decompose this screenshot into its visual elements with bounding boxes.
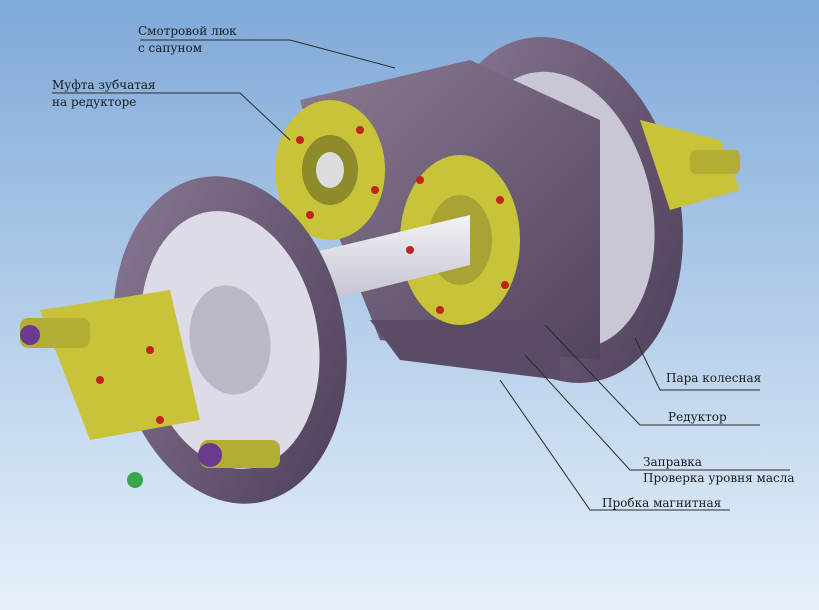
refuel-label: Заправка bbox=[643, 455, 702, 469]
gear-coupling-label-line1: Муфта зубчатая bbox=[52, 78, 156, 92]
reducer-label: Редуктор bbox=[668, 410, 727, 424]
right-axle-box bbox=[640, 120, 740, 210]
magnetic-plug-label: Пробка магнитная bbox=[602, 496, 722, 510]
gear-coupling-label-line2: на редукторе bbox=[52, 95, 137, 109]
callout-lines bbox=[52, 39, 790, 511]
wheelset-label: Пара колесная bbox=[666, 371, 762, 385]
bolts bbox=[96, 126, 509, 424]
oil-level-check-label: Проверка уровня масла bbox=[643, 471, 795, 485]
gear-coupling bbox=[275, 100, 385, 240]
inspection-hatch-label-line1: Смотровой люк bbox=[138, 24, 237, 38]
left-axle-box bbox=[20, 290, 280, 488]
inspection-hatch-label-line2: с сапуном bbox=[138, 41, 203, 55]
